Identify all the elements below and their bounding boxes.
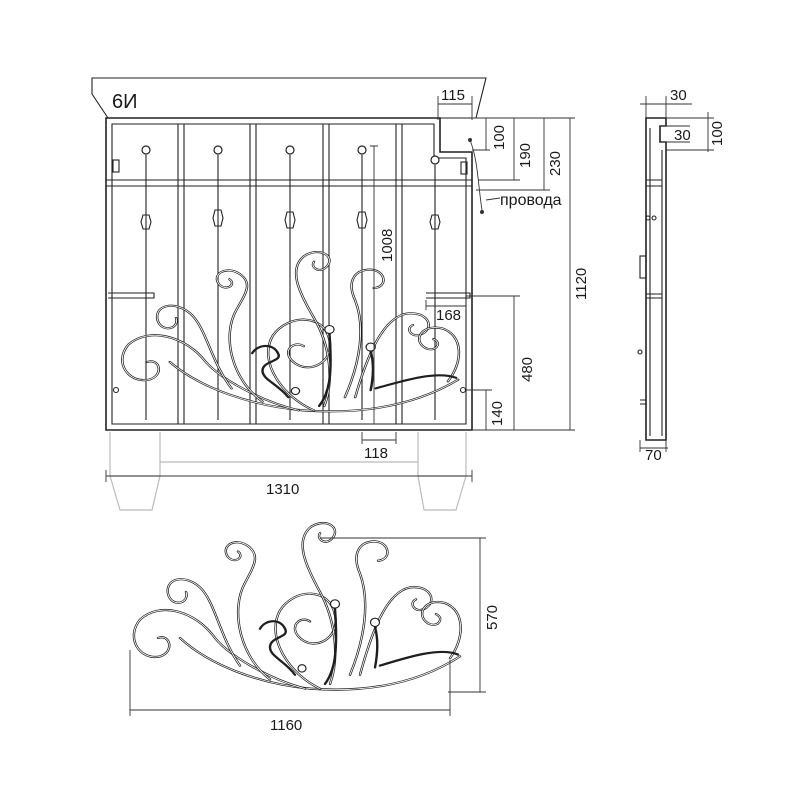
vertical-bars: [140, 124, 441, 424]
svg-text:118: 118: [364, 445, 388, 462]
svg-text:100: 100: [491, 125, 508, 150]
svg-text:1310: 1310: [266, 481, 299, 498]
svg-text:1120: 1120: [573, 268, 590, 300]
svg-text:190: 190: [517, 143, 534, 168]
svg-text:1160: 1160: [270, 717, 302, 734]
svg-text:1008: 1008: [379, 229, 396, 262]
side-view: 30 30 100 70: [637, 87, 726, 464]
svg-text:140: 140: [489, 401, 506, 426]
main-elevation: 6И: [91, 77, 590, 511]
title-label: 6И: [112, 91, 138, 113]
svg-text:30: 30: [670, 87, 687, 104]
svg-text:100: 100: [709, 121, 726, 146]
svg-text:230: 230: [547, 151, 564, 176]
svg-text:70: 70: [645, 447, 662, 464]
svg-text:30: 30: [674, 127, 691, 144]
svg-text:480: 480: [519, 357, 536, 382]
svg-text:570: 570: [484, 605, 501, 630]
dimensions-main: 115 100 190 230 1120 1008 168 480 140: [105, 87, 590, 498]
grille-frame: [105, 117, 473, 431]
ornament-detail: 570 1160: [129, 521, 501, 734]
dimensions-side: 30 30 100 70: [639, 87, 726, 464]
svg-text:115: 115: [441, 87, 465, 104]
wires-note: провода: [500, 192, 562, 209]
dimensions-ornament: 570 1160: [129, 537, 501, 734]
svg-text:168: 168: [436, 307, 461, 324]
